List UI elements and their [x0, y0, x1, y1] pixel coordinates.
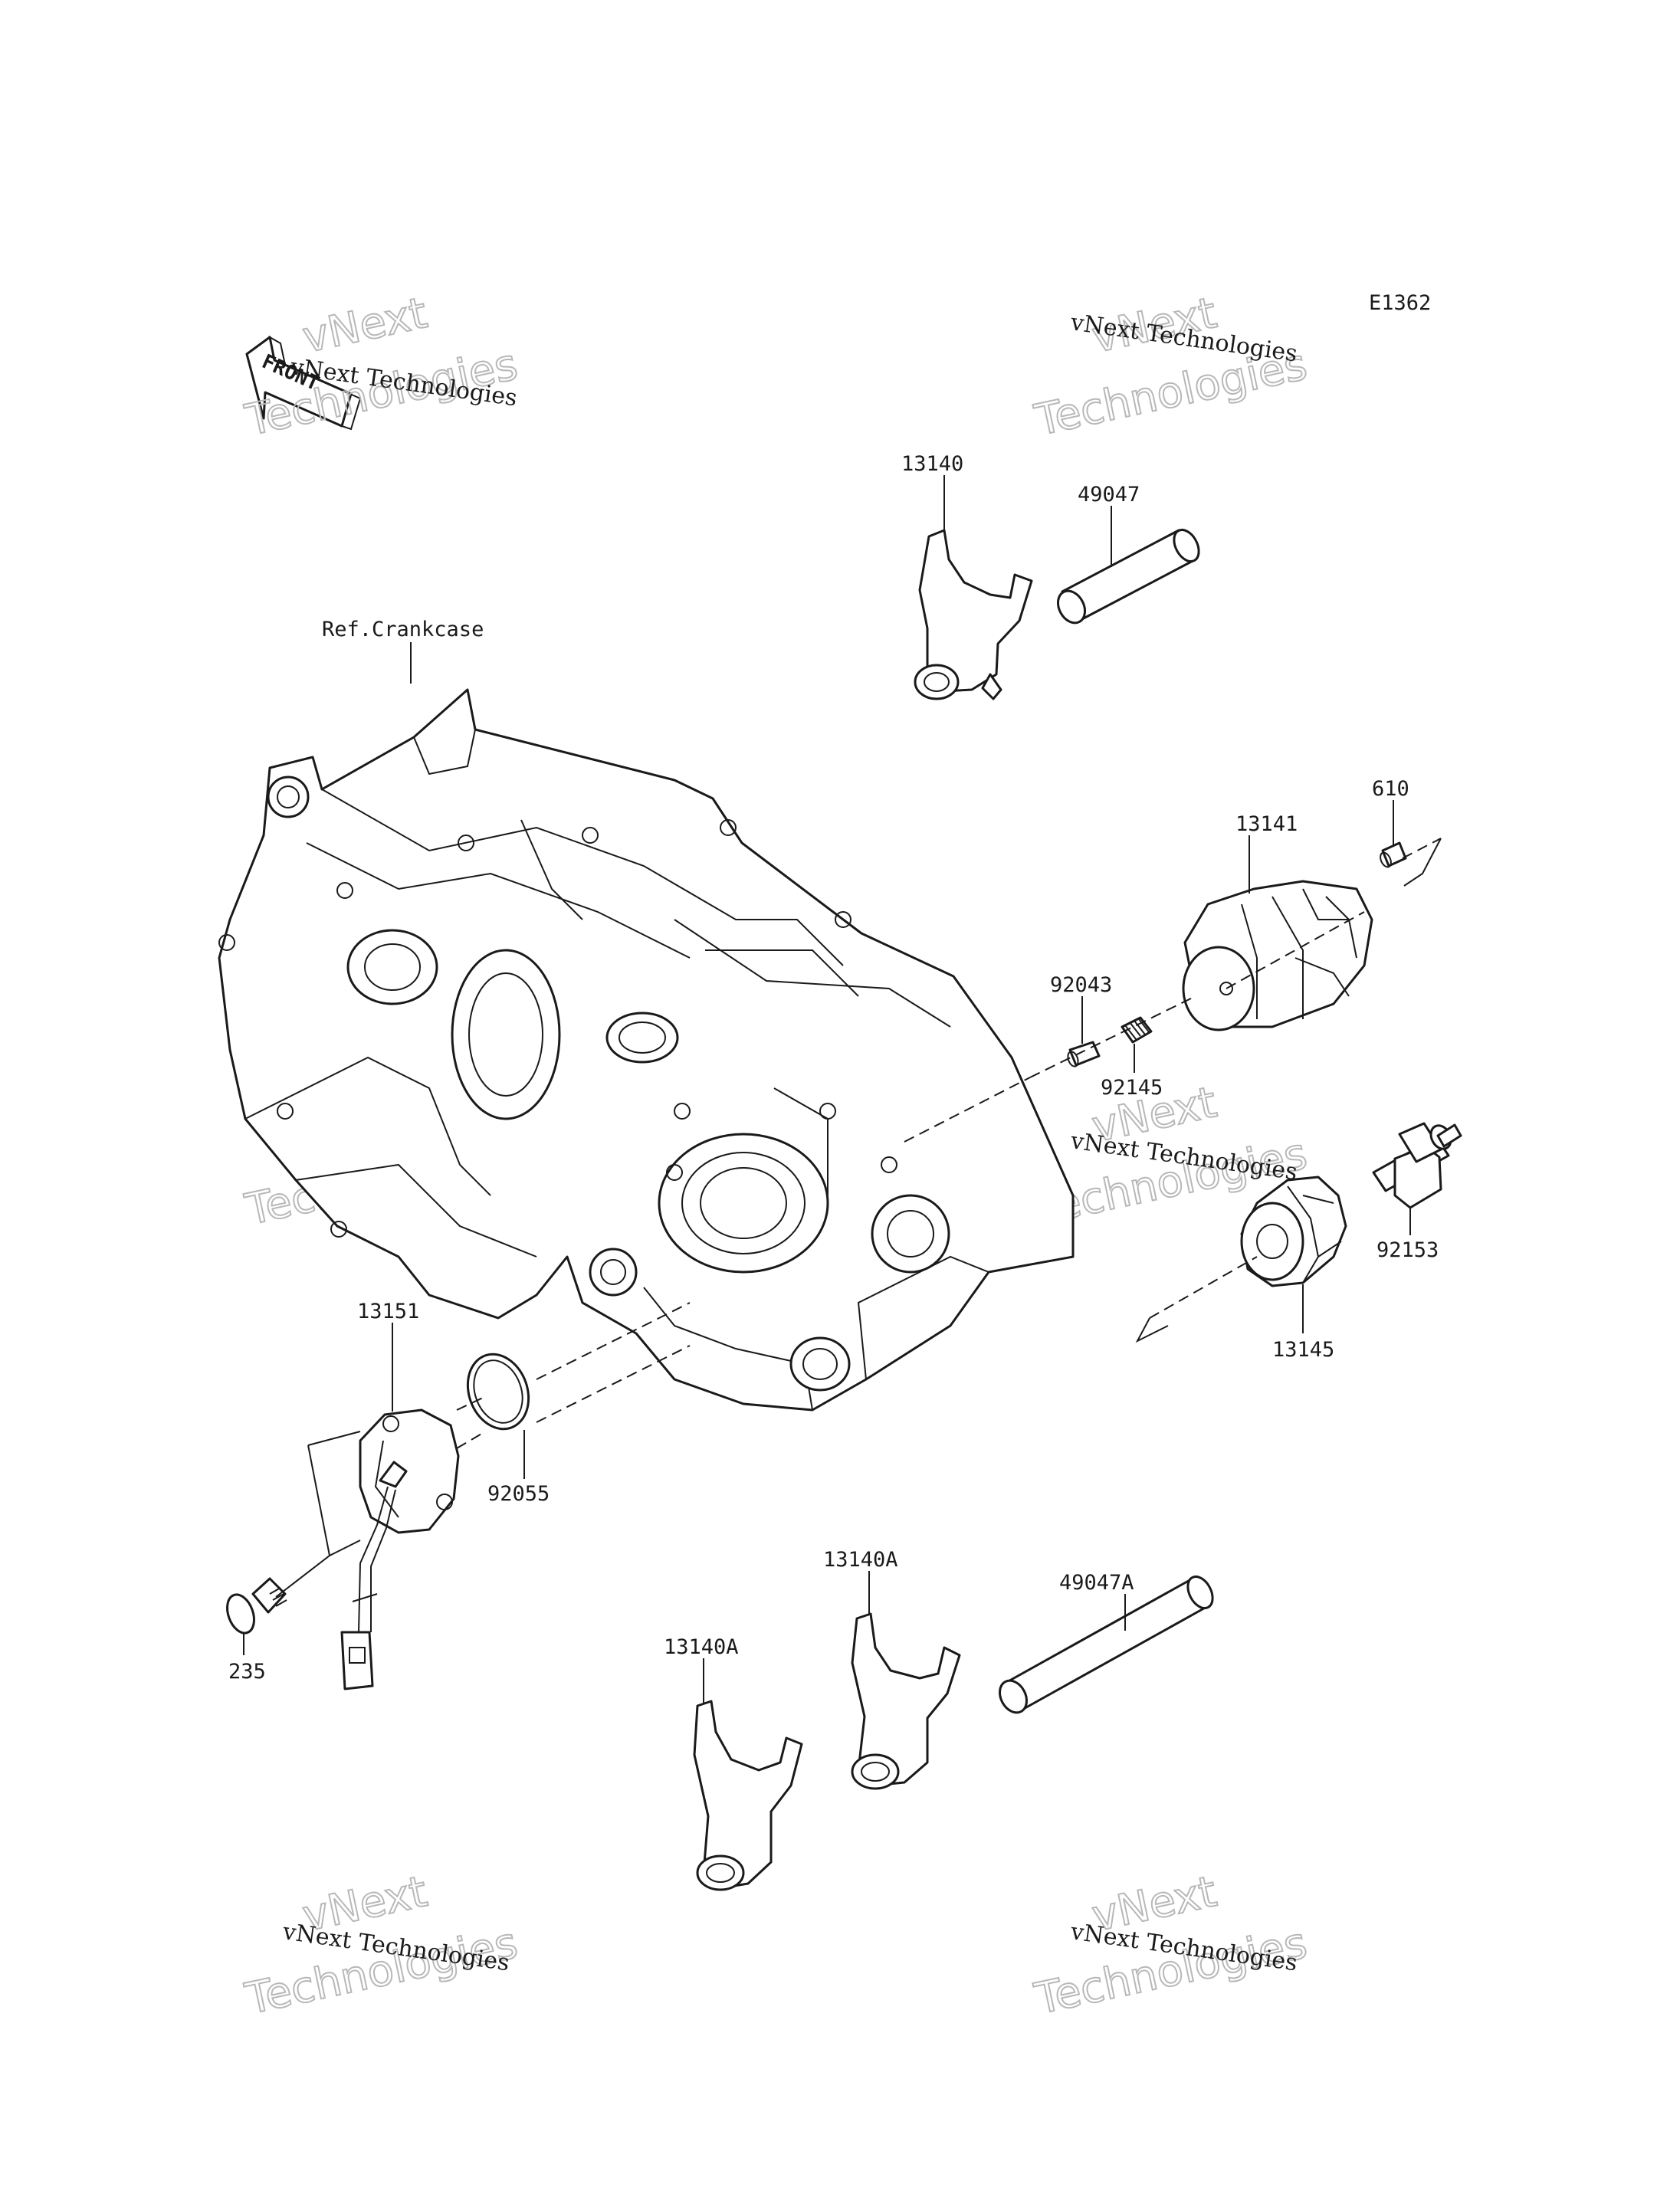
- gear-sensor-13151: [340, 1408, 460, 1690]
- label-13140A-top: 13140A: [823, 1548, 898, 1572]
- watermark-top-right: vNext Technologies vNext Technologies: [1029, 287, 1311, 447]
- label-235: 235: [228, 1660, 266, 1684]
- label-49047A: 49047A: [1059, 1571, 1134, 1595]
- label-ref-crankcase: Ref.Crankcase: [322, 618, 484, 641]
- drum-cam-13145: [1240, 1176, 1347, 1287]
- label-13151: 13151: [357, 1300, 419, 1323]
- o-ring-92055: [466, 1353, 530, 1431]
- diagram-code: E1362: [1369, 291, 1431, 315]
- label-13141: 13141: [1235, 812, 1298, 836]
- shift-rod-49047: [1056, 528, 1200, 625]
- label-92145: 92145: [1101, 1076, 1163, 1100]
- label-13140: 13140: [901, 452, 963, 476]
- shift-fork-13140A-left: [693, 1700, 803, 1891]
- watermark-bottom-left: vNext Technologies vNext Technologies: [240, 1866, 522, 2025]
- label-13145: 13145: [1272, 1338, 1334, 1362]
- label-610: 610: [1372, 777, 1409, 801]
- label-13140A-left: 13140A: [664, 1635, 739, 1659]
- part-labels: Ref.Crankcase 13140 49047 610 13141 9204…: [228, 452, 1439, 1684]
- screw-235: [226, 1577, 287, 1635]
- label-49047: 49047: [1078, 483, 1140, 507]
- watermark-bottom-right: vNext Technologies vNext Technologies: [1029, 1866, 1311, 2025]
- shift-fork-13140: [914, 529, 1033, 700]
- label-92043: 92043: [1050, 973, 1112, 997]
- shift-fork-13140A-top: [851, 1612, 961, 1790]
- shift-rod-49047A: [998, 1575, 1214, 1714]
- label-92055: 92055: [487, 1482, 550, 1506]
- bolt-92153: [1372, 1122, 1462, 1209]
- pin-610: [1380, 841, 1407, 868]
- label-92153: 92153: [1376, 1238, 1439, 1262]
- crankcase: [218, 688, 1075, 1412]
- alignment-lines: [456, 838, 1442, 1449]
- shift-drum-13141: [1182, 880, 1373, 1031]
- spring-92145: [1121, 1016, 1153, 1044]
- leader-lines: [243, 475, 1411, 1703]
- svg-text:vNext: vNext: [298, 288, 431, 363]
